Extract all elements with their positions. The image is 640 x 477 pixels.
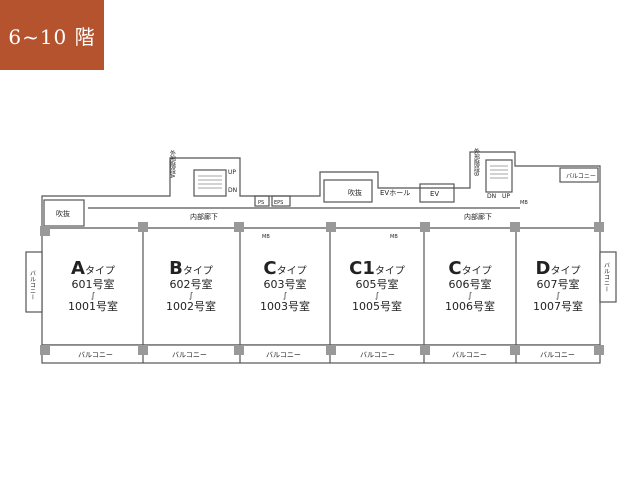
mb-label-3: MB — [520, 200, 528, 206]
unit-type-label: Bタイプ — [169, 258, 213, 279]
unit-room-first: 602号室 — [170, 277, 213, 291]
ev-hall-label: EVホール — [380, 189, 410, 197]
ev-label: EV — [430, 190, 439, 198]
unit-room-first: 606号室 — [449, 277, 492, 291]
inner-corridor-label-2: 内部廊下 — [464, 212, 492, 221]
stair-b-label: 外部階段B — [473, 147, 480, 176]
unit-room-range-separator: ∫ — [189, 291, 193, 300]
unit-room-first: 605号室 — [356, 277, 399, 291]
unit-room-first: 607号室 — [537, 277, 580, 291]
unit-type-label: Dタイプ — [536, 258, 581, 279]
balcony-label-1: バルコニー — [78, 351, 113, 359]
unit-room-range-separator: ∫ — [375, 291, 379, 300]
unit-room-range-separator: ∫ — [468, 291, 472, 300]
mb-label-1: MB — [262, 234, 270, 240]
unit-room-last: 1001号室 — [68, 299, 118, 313]
inner-corridor-label-1: 内部廊下 — [190, 212, 218, 221]
unit-type-label: Cタイプ — [263, 258, 306, 279]
balcony-label-right: バルコニー — [603, 262, 610, 292]
stair-a-up: UP — [228, 169, 236, 176]
unit-room-first: 601号室 — [72, 277, 115, 291]
unit-type-label: C1タイプ — [349, 258, 405, 279]
fukinuke-label-center: 吹抜 — [348, 188, 362, 197]
balcony-label-top-right: バルコニー — [566, 173, 596, 180]
stair-b-dn: DN — [487, 193, 496, 200]
unit-room-last: 1007号室 — [533, 299, 583, 313]
floor-badge: 6~10 階 — [0, 0, 104, 70]
ps-label: PS — [258, 200, 264, 206]
eps-label: EPS — [274, 200, 283, 206]
stair-a-label: 外部階段A — [169, 149, 176, 179]
balcony-label-left: バルコニー — [29, 270, 36, 300]
fukinuke-label-left: 吹抜 — [56, 209, 70, 218]
unit-room-last: 1003号室 — [260, 299, 310, 313]
unit-labels: Aタイプ601号室∫1001号室Bタイプ602号室∫1002号室Cタイプ603号… — [68, 258, 583, 313]
unit-room-range-separator: ∫ — [283, 291, 287, 300]
mb-label-2: MB — [390, 234, 398, 240]
balcony-label-6: バルコニー — [540, 351, 575, 359]
unit-room-last: 1006号室 — [445, 299, 495, 313]
balcony-label-2: バルコニー — [172, 351, 207, 359]
stair-a-dn: DN — [228, 187, 237, 194]
unit-room-last: 1005号室 — [352, 299, 402, 313]
unit-type-label: Aタイプ — [71, 258, 115, 279]
balcony-label-4: バルコニー — [360, 351, 395, 359]
unit-room-last: 1002号室 — [166, 299, 216, 313]
unit-room-range-separator: ∫ — [91, 291, 95, 300]
unit-room-range-separator: ∫ — [556, 291, 560, 300]
unit-type-label: Cタイプ — [448, 258, 491, 279]
balcony-label-5: バルコニー — [452, 351, 487, 359]
stair-b-up: UP — [502, 193, 510, 200]
unit-room-first: 603号室 — [264, 277, 307, 291]
balcony-label-3: バルコニー — [266, 351, 301, 359]
